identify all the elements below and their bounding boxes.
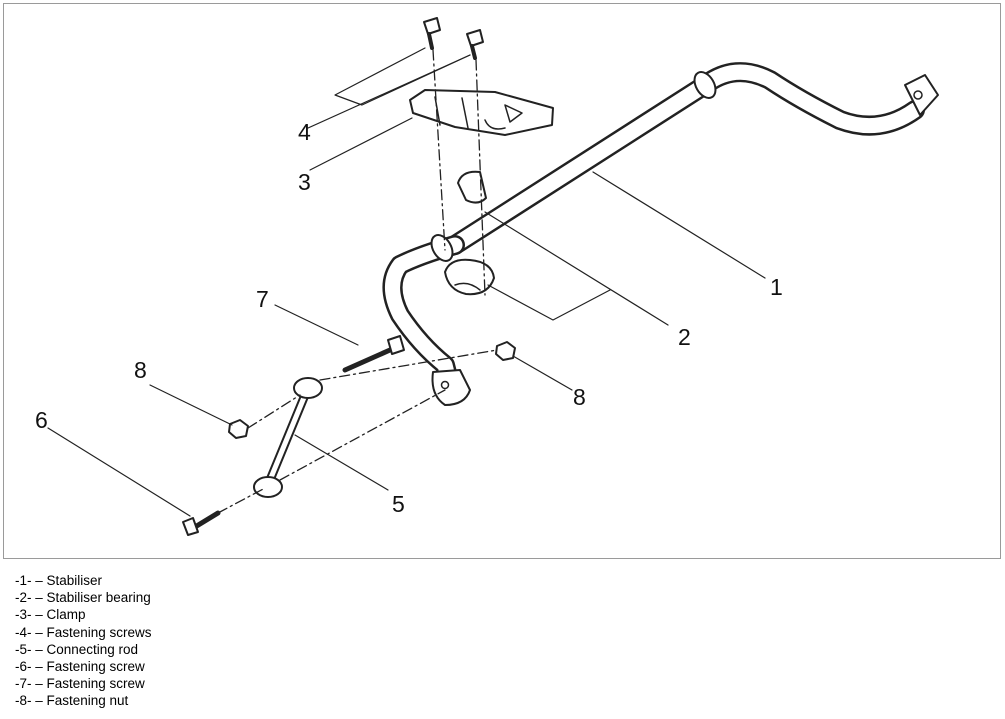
legend-item: -8- – Fastening nut <box>15 693 129 709</box>
legend-item: -2- – Stabiliser bearing <box>15 590 151 606</box>
callout-2: 2 <box>678 324 691 350</box>
callout-6: 6 <box>35 407 48 433</box>
legend-item: -7- – Fastening screw <box>15 676 145 692</box>
stabiliser-bar <box>382 62 939 406</box>
callout-5: 5 <box>392 491 405 517</box>
legend-item: -1- – Stabiliser <box>15 573 103 588</box>
connecting-rod <box>253 377 323 498</box>
legend-item: -6- – Fastening screw <box>15 659 145 675</box>
callout-7: 7 <box>256 286 269 312</box>
assembly-lines <box>217 49 498 514</box>
fastening-screws <box>423 17 484 60</box>
parts-legend: -1- – Stabiliser -2- – Stabiliser bearin… <box>15 572 152 710</box>
fastening-nut-left <box>228 419 249 439</box>
clamp <box>409 89 554 136</box>
stabiliser-bearing <box>444 170 495 296</box>
fastening-screw-7 <box>342 335 405 373</box>
exploded-diagram: 1 2 3 4 5 6 7 8 8 <box>35 17 939 536</box>
callout-8-left: 8 <box>134 357 147 383</box>
leader-lines <box>47 47 766 517</box>
fastening-nut-right <box>495 341 516 361</box>
callout-4: 4 <box>298 119 311 145</box>
legend-item: -4- – Fastening screws <box>15 624 152 640</box>
fastening-screw-6 <box>182 510 221 536</box>
legend-item: -5- – Connecting rod <box>15 641 139 657</box>
callout-8-right: 8 <box>573 384 586 410</box>
legend-item: -3- – Clamp <box>15 607 86 623</box>
callout-3: 3 <box>298 169 311 195</box>
callout-1: 1 <box>770 274 783 300</box>
